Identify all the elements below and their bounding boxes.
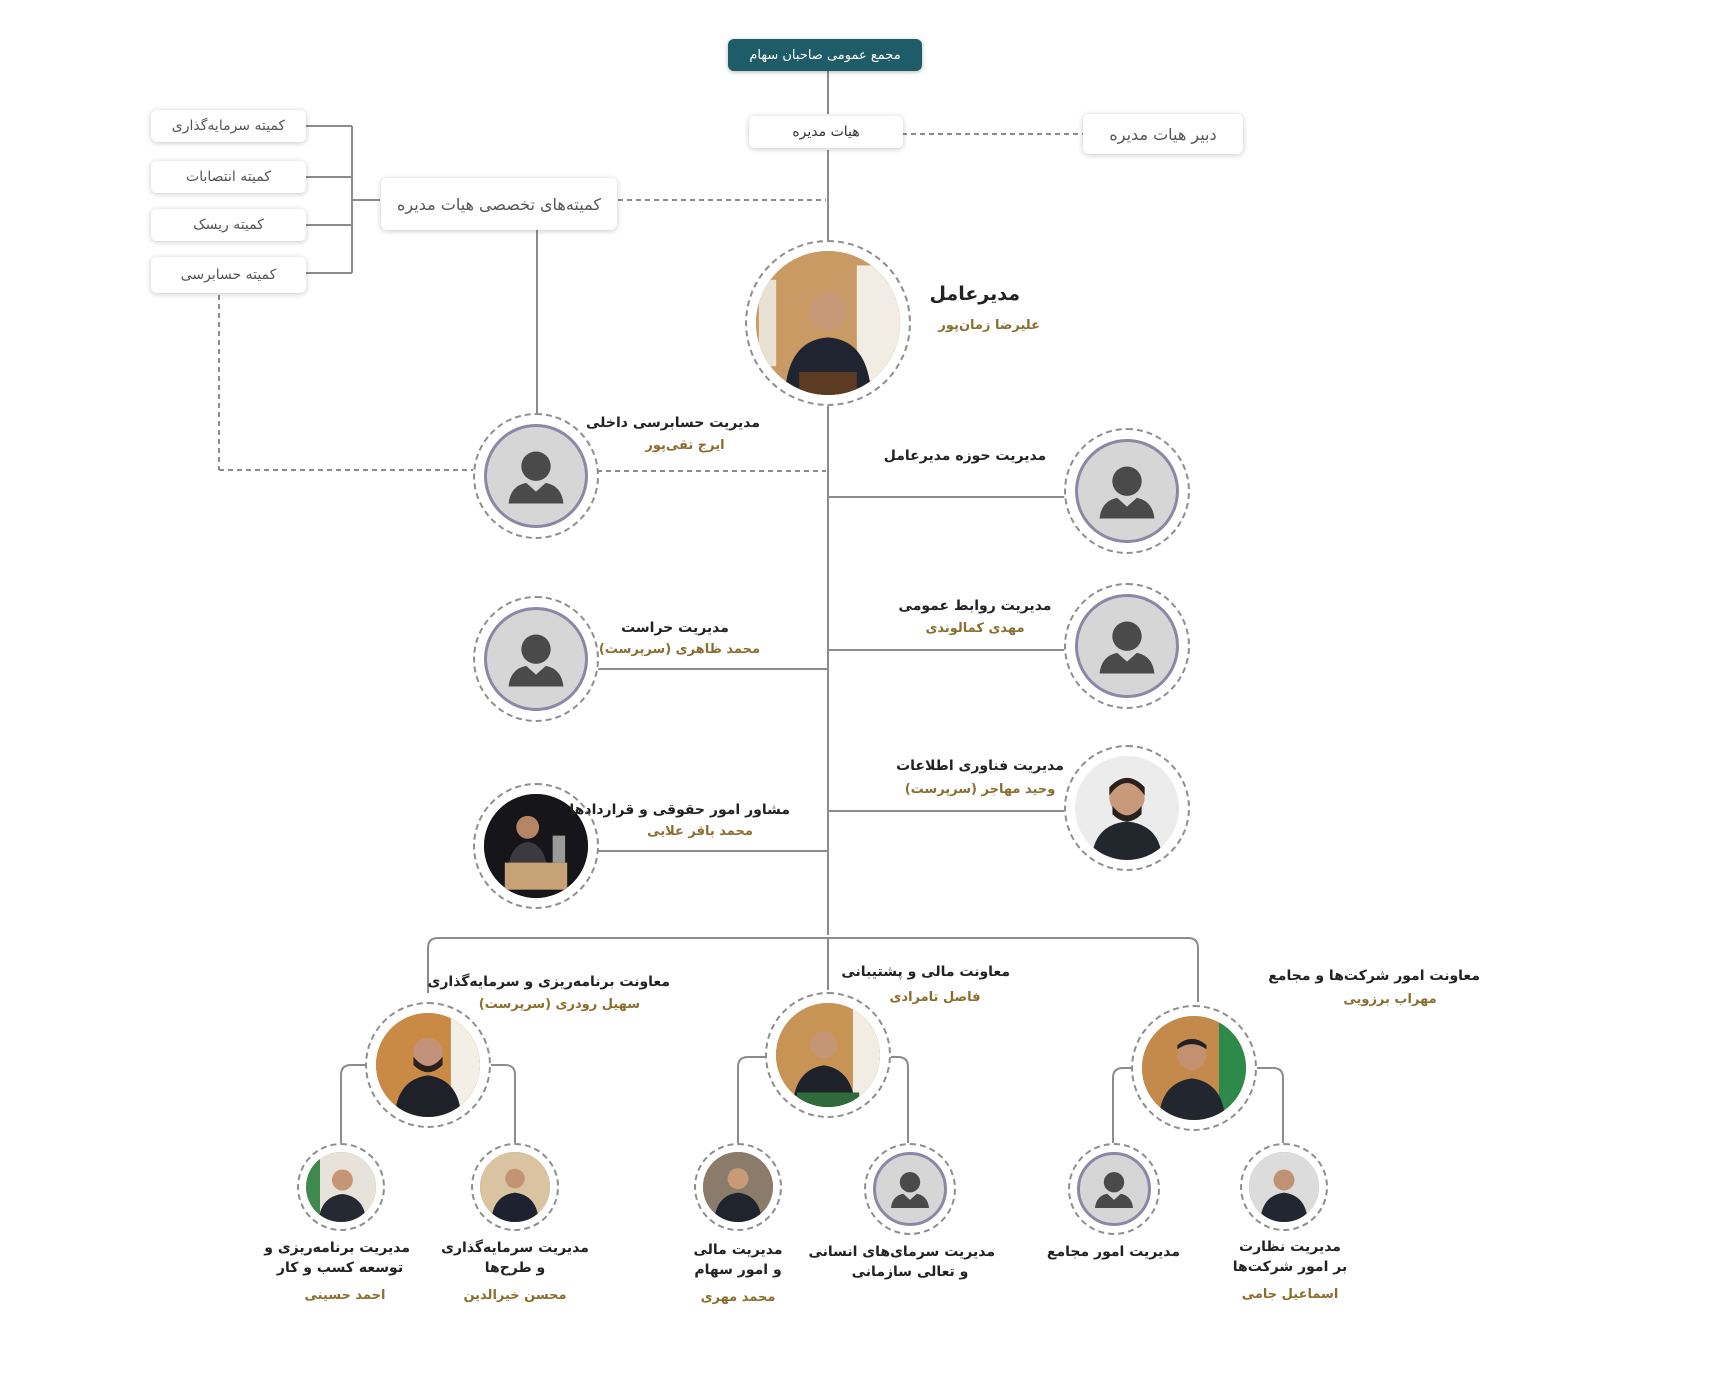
manager-investment-name: محسن خیرالدین xyxy=(463,1288,567,1303)
audit-name: ایرج تقی‌پور xyxy=(645,438,725,453)
person-photo-icon xyxy=(484,794,588,898)
manager-finance-shares-name: محمد مهری xyxy=(700,1290,776,1305)
legal-title: مشاور امور حقوقی و قراردادها xyxy=(569,802,790,818)
committee-audit-box[interactable]: کمیته حسابرسی xyxy=(151,257,306,293)
user-silhouette-icon xyxy=(1099,621,1155,674)
pr-title: مدیریت روابط عمومی xyxy=(898,598,1052,614)
person-photo-icon xyxy=(480,1152,550,1222)
person-photo-icon xyxy=(756,251,900,395)
manager-planning-dev-name: احمد حسینی xyxy=(304,1288,386,1303)
manager-planning-dev-title-2: توسعه کسب و کار xyxy=(276,1260,404,1276)
user-silhouette-icon xyxy=(890,1172,930,1209)
manager-assemblies-avatar xyxy=(1068,1143,1160,1235)
person-photo-icon xyxy=(376,1013,480,1117)
deputy-companies-photo xyxy=(1131,1005,1257,1131)
deputy-planning-title: معاونت برنامه‌ریزی و سرمایه‌گذاری xyxy=(427,974,671,990)
person-photo-icon xyxy=(1142,1016,1246,1120)
deputy-finance-name: فاصل تامرادی xyxy=(889,990,981,1005)
board-box[interactable]: هیات مدیره xyxy=(749,116,903,148)
pr-name: مهدی کمالوندی xyxy=(925,621,1025,636)
security-title: مدیریت حراست xyxy=(621,620,729,636)
manager-hr-title-1: مدیریت سرمای‌های انسانی xyxy=(808,1244,995,1260)
deputy-finance-photo xyxy=(765,992,891,1118)
security-name: محمد ظاهری (سرپرست) xyxy=(598,642,760,657)
board-secretary-box[interactable]: دبیر هیات مدیره xyxy=(1083,114,1243,154)
manager-finance-shares-title-1: مدیریت مالی xyxy=(693,1242,783,1258)
deputy-companies-title: معاونت امور شرکت‌ها و مجامع xyxy=(1268,968,1480,984)
deputy-planning-name: سهیل رودری (سرپرست) xyxy=(478,997,640,1012)
security-avatar xyxy=(473,596,599,722)
person-photo-icon xyxy=(703,1152,773,1222)
user-silhouette-icon xyxy=(1099,466,1155,519)
manager-investment-title-2: و طرح‌ها xyxy=(484,1260,546,1276)
person-photo-icon xyxy=(1075,756,1179,860)
committee-appointments-box[interactable]: کمیته انتصابات xyxy=(151,161,306,193)
person-photo-icon xyxy=(306,1152,376,1222)
legal-photo xyxy=(473,783,599,909)
manager-assemblies-title: مدیریت امور مجامع xyxy=(1046,1244,1180,1260)
it-name: وحید مهاجر (سرپرست) xyxy=(904,782,1056,797)
manager-finance-shares-photo xyxy=(694,1143,782,1231)
ceo-photo xyxy=(745,240,911,406)
shareholders-box[interactable]: مجمع عمومی صاحبان سهام xyxy=(728,39,922,71)
manager-supervision-photo xyxy=(1240,1143,1328,1231)
manager-supervision-title-2: بر امور شرکت‌ها xyxy=(1232,1259,1348,1275)
person-photo-icon xyxy=(1249,1152,1319,1222)
manager-planning-dev-title-1: مدیریت برنامه‌ریزی و xyxy=(264,1240,410,1256)
ceo-name: علیرضا زمان‌پور xyxy=(938,318,1040,333)
manager-finance-shares-title-2: و امور سهام xyxy=(694,1262,782,1278)
committee-risk-box[interactable]: کمیته ریسک xyxy=(151,209,306,241)
legal-name: محمد باقر علایی xyxy=(647,824,753,839)
ceo-office-title: مدیریت حوزه مدیرعامل xyxy=(883,448,1047,464)
manager-investment-photo xyxy=(471,1143,559,1231)
manager-supervision-title-1: مدیریت نظارت xyxy=(1239,1239,1341,1255)
audit-title: مدیریت حسابرسی داخلی xyxy=(586,415,760,431)
committees-group-box[interactable]: کمیته‌های تخصصی هیات مدیره xyxy=(381,178,617,230)
pr-avatar xyxy=(1064,583,1190,709)
user-silhouette-icon xyxy=(508,634,564,687)
manager-hr-avatar xyxy=(864,1143,956,1235)
user-silhouette-icon xyxy=(508,451,564,504)
manager-investment-title-1: مدیریت سرمایه‌گذاری xyxy=(441,1240,589,1256)
manager-supervision-name: اسماعیل جامی xyxy=(1241,1287,1339,1302)
deputy-planning-photo xyxy=(365,1002,491,1128)
manager-planning-dev-photo xyxy=(297,1143,385,1231)
committee-investment-box[interactable]: کمیته سرمایه‌گذاری xyxy=(151,110,306,142)
user-silhouette-icon xyxy=(1094,1172,1134,1209)
audit-avatar xyxy=(473,413,599,539)
manager-hr-title-2: و تعالی سازمانی xyxy=(851,1264,969,1280)
deputy-companies-name: مهراب برزویی xyxy=(1343,992,1437,1007)
it-title: مدیریت فناوری اطلاعات xyxy=(896,758,1064,774)
it-photo xyxy=(1064,745,1190,871)
deputy-finance-title: معاونت مالی و پشتیبانی xyxy=(841,964,1010,980)
person-photo-icon xyxy=(776,1003,880,1107)
ceo-title: مدیرعامل xyxy=(929,283,1020,305)
ceo-office-avatar xyxy=(1064,428,1190,554)
